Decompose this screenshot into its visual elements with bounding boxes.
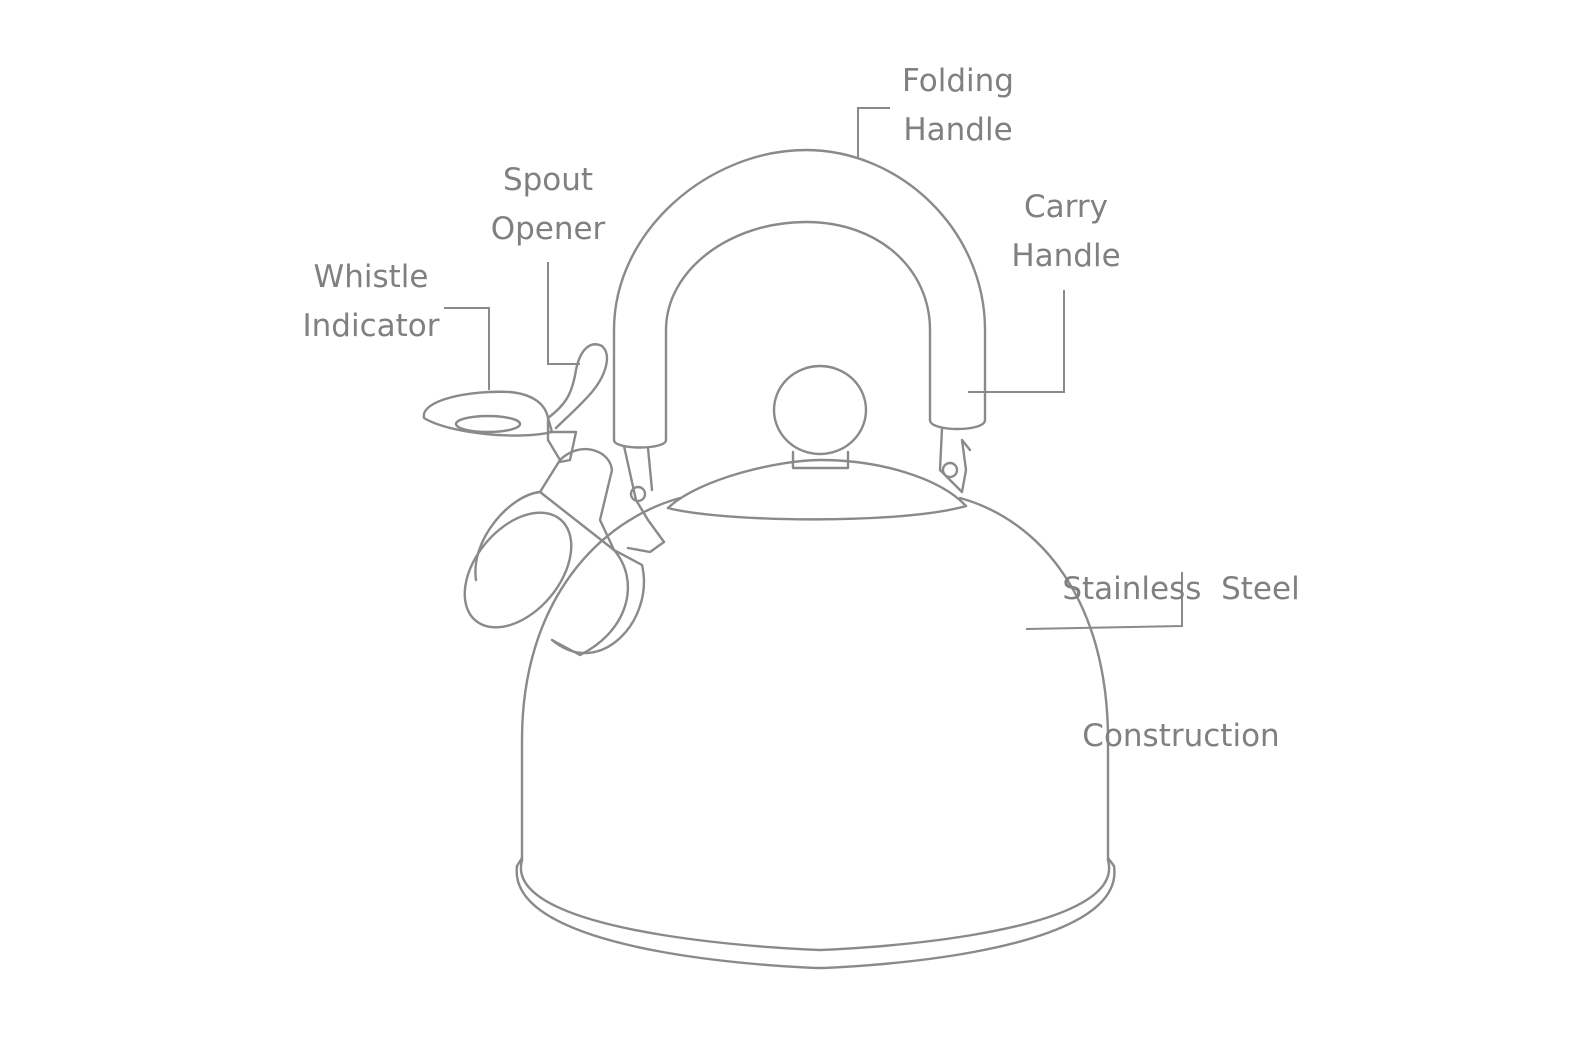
label-stainless-steel: Stainless Steel Construction	[1056, 467, 1306, 859]
leader-carry-handle	[968, 290, 1065, 393]
label-stainless-steel-line2: Construction	[1082, 718, 1280, 754]
label-whistle-indicator: Whistle Indicator	[292, 253, 450, 351]
label-spout-opener: Spout Opener	[478, 156, 618, 254]
label-carry-handle: Carry Handle	[1000, 183, 1132, 281]
leader-whistle-indicator	[444, 307, 490, 390]
spout-shape	[463, 418, 645, 657]
label-spout-opener-line2: Opener	[490, 211, 606, 247]
label-spout-opener-line1: Spout	[502, 162, 594, 198]
label-whistle-indicator-line1: Whistle	[313, 259, 429, 295]
label-folding-handle: Folding Handle	[888, 57, 1028, 155]
kettle-lid	[666, 364, 968, 521]
folding-handle-shape	[612, 148, 987, 554]
label-carry-handle-line2: Handle	[1011, 238, 1121, 274]
label-whistle-indicator-line2: Indicator	[302, 308, 440, 344]
kettle-body	[515, 496, 1116, 970]
leader-spout-opener	[547, 262, 580, 365]
label-folding-handle-line1: Folding	[902, 63, 1014, 99]
label-carry-handle-line1: Carry	[1024, 189, 1108, 225]
whistle-opener-shape	[422, 343, 609, 464]
leader-folding-handle	[857, 107, 890, 158]
leader-stainless-steel	[1025, 572, 1183, 630]
label-folding-handle-line2: Handle	[903, 112, 1013, 148]
label-stainless-steel-line1: Stainless Steel	[1062, 571, 1300, 607]
